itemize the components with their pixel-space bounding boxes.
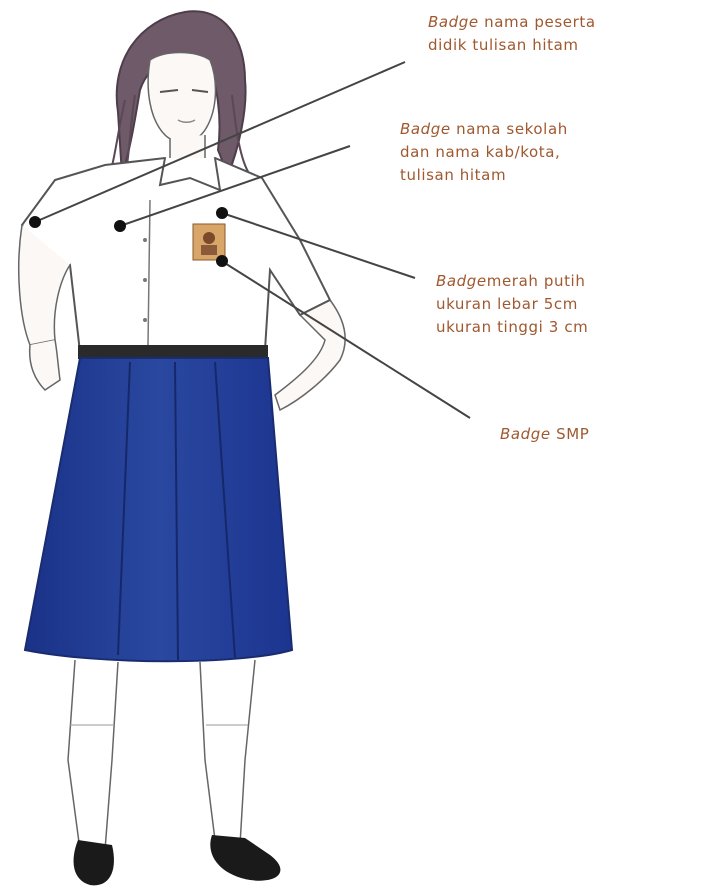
label-school-badge: Badge nama sekolah dan nama kab/kota, tu… [400,118,568,187]
right-shoe [210,835,280,881]
label-smp-badge-rest: SMP [551,425,590,443]
label-school-badge-line2: dan nama kab/kota, [400,141,568,164]
label-flag-badge-line2: ukuran lebar 5cm [436,293,588,316]
label-smp-badge-lead: Badge [500,425,551,443]
face [148,53,215,142]
label-flag-badge-lead: Badge [436,272,487,290]
label-smp-badge: Badge SMP [500,423,589,446]
shirt [22,158,330,352]
label-flag-badge: Badgemerah putih ukuran lebar 5cm ukuran… [436,270,588,339]
label-school-badge-rest: nama sekolah [451,120,568,138]
label-name-badge-lead: Badge [428,13,479,31]
right-leg [200,660,255,845]
label-flag-badge-rest: merah putih [487,272,586,290]
label-name-badge-line2: didik tulisan hitam [428,34,596,57]
left-shoe [74,840,114,885]
belt [78,345,268,359]
label-school-badge-lead: Badge [400,120,451,138]
left-hand [30,340,60,390]
label-flag-badge-line3: ukuran tinggi 3 cm [436,316,588,339]
skirt [25,358,292,661]
label-name-badge-rest: nama peserta [479,13,596,31]
left-leg [68,660,118,850]
label-name-badge: Badge nama peserta didik tulisan hitam [428,11,596,57]
label-school-badge-line3: tulisan hitam [400,164,568,187]
